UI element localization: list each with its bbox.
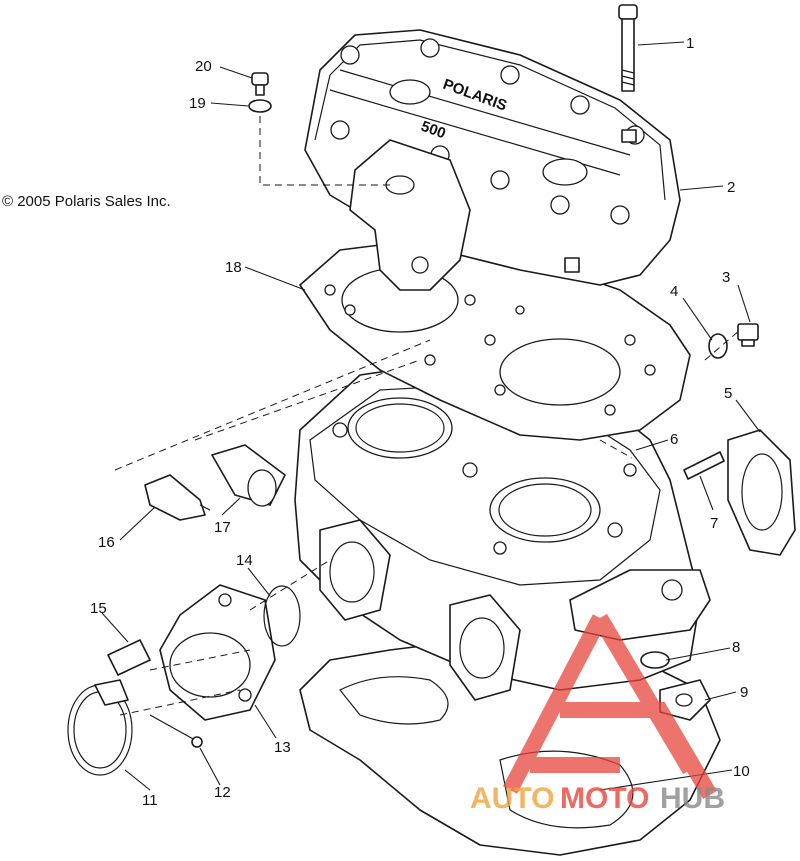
callout-6: 6 <box>670 431 678 448</box>
washer-part-4 <box>708 333 728 359</box>
screw-part-20 <box>251 72 269 96</box>
callout-11: 11 <box>142 792 158 809</box>
callout-9: 9 <box>740 684 748 701</box>
callout-3: 3 <box>722 269 730 286</box>
callout-12: 12 <box>214 784 231 801</box>
triangle-logo-mark <box>502 613 717 800</box>
callout-18: 18 <box>225 259 242 276</box>
watermark-text-hub: HUB <box>660 782 725 815</box>
plug-part-3 <box>737 323 759 347</box>
callout-7: 7 <box>710 515 718 532</box>
callout-5: 5 <box>724 385 732 402</box>
callout-20: 20 <box>195 58 212 75</box>
screw-part-12 <box>149 714 203 748</box>
callout-labels: 1 2 3 4 5 6 7 8 9 10 11 12 13 14 15 16 1… <box>90 35 750 809</box>
washer-part-8 <box>640 651 670 669</box>
hose-clamp-part-11 <box>67 679 133 776</box>
callout-19: 19 <box>189 95 206 112</box>
callout-2: 2 <box>727 179 735 196</box>
callout-16: 16 <box>98 534 115 551</box>
temperature-sensor-part-16 <box>144 474 211 521</box>
sleeve-part-17 <box>211 444 286 507</box>
water-outlet-block <box>349 139 471 291</box>
callout-13: 13 <box>274 739 291 756</box>
callout-4: 4 <box>670 283 678 300</box>
callout-8: 8 <box>732 639 740 656</box>
alignment-lines <box>114 116 741 716</box>
callout-10: 10 <box>733 763 750 780</box>
copyright-notice: © 2005 Polaris Sales Inc. <box>2 193 171 210</box>
watermark-text-moto: MOTO <box>560 782 649 815</box>
washer-part-19 <box>248 99 272 113</box>
stud-part-7 <box>683 451 725 480</box>
nut-part-9 <box>659 679 711 721</box>
callout-14: 14 <box>236 552 253 569</box>
head-bolt-part-1 <box>618 4 638 92</box>
exhaust-gasket-part-5 <box>727 429 796 556</box>
thermostat-housing-part-13 <box>159 584 276 721</box>
callout-15: 15 <box>90 600 107 617</box>
fitting-part-15 <box>107 639 151 676</box>
watermark-logo: AUTO MOTO HUB <box>470 613 725 815</box>
leader-lines <box>101 41 761 791</box>
watermark-text-auto: AUTO <box>470 782 554 815</box>
cylinder-block <box>294 364 711 701</box>
callout-1: 1 <box>686 35 694 52</box>
head-gasket-part-18 <box>299 239 691 441</box>
o-ring-part-14 <box>263 585 301 647</box>
callout-17: 17 <box>214 519 231 536</box>
